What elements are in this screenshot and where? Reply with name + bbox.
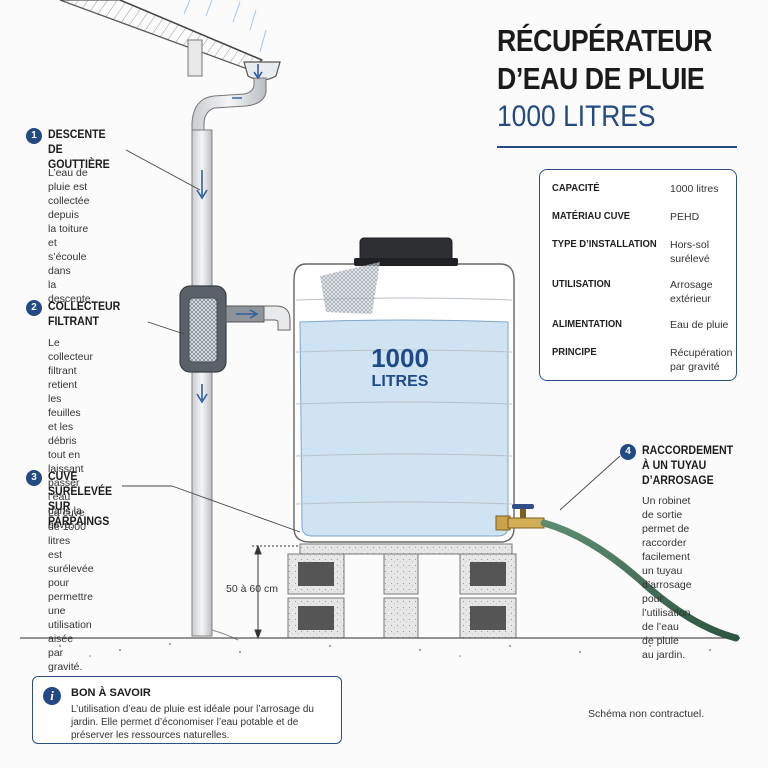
rain-streaks — [183, 0, 267, 53]
spec-value: Arrosage extérieur — [670, 279, 713, 305]
spec-key: CAPACITÉ — [552, 182, 600, 194]
height-label: 50 à 60 cm — [226, 583, 278, 595]
spec-value: Hors-sol surélevé — [670, 239, 710, 265]
gutter — [191, 61, 281, 137]
spec-key: MATÉRIAU CUVE — [552, 210, 631, 222]
step-title: COLLECTEUR FILTRANT — [48, 301, 121, 328]
spec-key: UTILISATION — [552, 278, 611, 290]
step-number-badge: 4 — [620, 444, 636, 460]
roof — [59, 0, 264, 77]
step-title: DESCENTE DE GOUTTIÈRE — [48, 129, 110, 171]
info-icon: i — [43, 687, 61, 705]
spec-key: ALIMENTATION — [552, 318, 622, 330]
height-dimension — [252, 544, 298, 640]
step-title: RACCORDEMENT À UN TUYAU D’ARROSAGE — [642, 445, 734, 487]
spec-table: CAPACITÉ 1000 litres MATÉRIAU CUVE PEHD … — [539, 169, 737, 381]
step-title: CUVE SURÉLEVÉE SUR PARPAINGS — [48, 471, 113, 528]
concrete-blocks — [287, 543, 517, 639]
step-description: Un robinet de sortie permet de raccorder… — [642, 495, 692, 661]
info-title: BON À SAVOIR — [71, 687, 151, 699]
ground — [20, 637, 740, 657]
spec-key: PRINCIPE — [552, 346, 597, 358]
step-number-badge: 1 — [26, 128, 42, 144]
tap-and-hose — [495, 504, 740, 642]
step-description: La cuve de 1000 litres est surélevée pou… — [48, 507, 94, 673]
tank-capacity-unit: LITRES — [371, 373, 429, 390]
spec-value: 1000 litres — [670, 183, 719, 195]
spec-key: TYPE D’INSTALLATION — [552, 238, 657, 250]
filter-collector — [179, 285, 291, 373]
title-rule — [497, 146, 737, 148]
spec-value: PEHD — [670, 211, 700, 223]
title-block: RÉCUPÉRATEUR D’EAU DE PLUIE 1000 LITRES — [497, 22, 759, 136]
tank-capacity-label: 1000 LITRES — [340, 344, 460, 392]
title-line-3: 1000 LITRES — [497, 100, 656, 133]
step-number-badge: 2 — [26, 300, 42, 316]
step-number-badge: 3 — [26, 470, 42, 486]
step-description: L’eau de pluie est collectée depuis la t… — [48, 167, 94, 305]
title-line-2: D’EAU DE PLUIE — [497, 61, 705, 96]
spec-value: Eau de pluie — [670, 319, 729, 331]
disclaimer: Schéma non contractuel. — [588, 708, 705, 720]
spec-value: Récupération par gravité — [670, 347, 733, 373]
downpipe — [191, 129, 239, 641]
tank-capacity-number: 1000 — [371, 343, 429, 373]
title-line-1: RÉCUPÉRATEUR — [497, 23, 713, 58]
info-box: i BON À SAVOIR L’utilisation d’eau de pl… — [32, 676, 342, 744]
leader-lines — [122, 149, 621, 533]
step-description: Le collecteur filtrant retient les feuil… — [48, 337, 93, 531]
info-text: L’utilisation d’eau de pluie est idéale … — [71, 704, 314, 741]
tank — [293, 237, 515, 543]
